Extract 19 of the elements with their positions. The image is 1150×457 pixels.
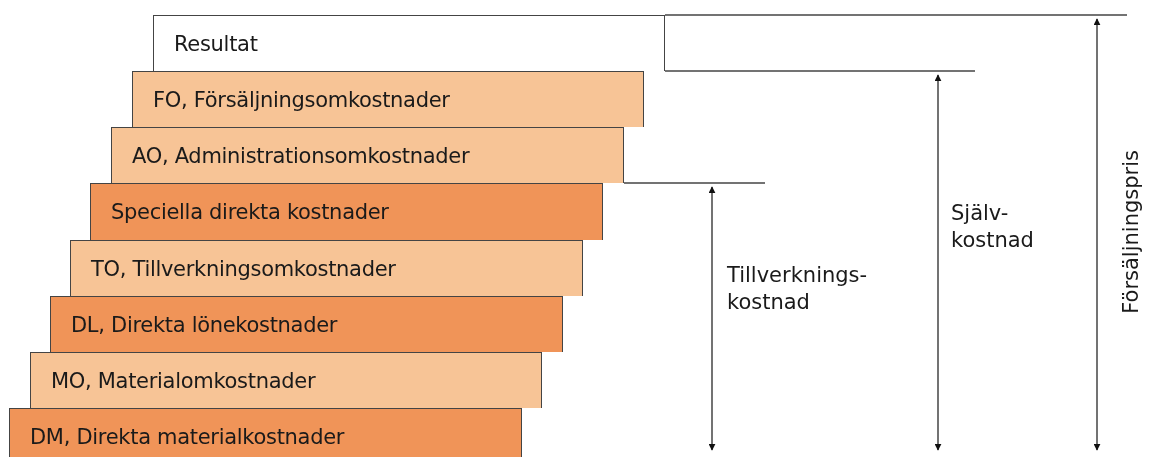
step-label: TO, Tillverkningsomkostnader [91, 256, 396, 281]
dimension-label: Tillverknings- kostnad [727, 262, 868, 317]
step-label: AO, Administrationsomkostnader [132, 143, 470, 168]
cost-step [132, 71, 644, 127]
step-label: DM, Direkta materialkostnader [30, 424, 345, 449]
step-label: DL, Direkta lönekostnader [71, 312, 338, 337]
step-label: Speciella direkta kostnader [111, 200, 389, 224]
cost-step [111, 127, 624, 183]
cost-step [70, 240, 583, 296]
result-row [153, 15, 665, 71]
cost-step [90, 183, 603, 240]
cost-step [50, 296, 563, 352]
step-label: FO, Försäljningsomkostnader [153, 87, 450, 112]
cost-step [9, 408, 522, 457]
dimension-label: Själv- kostnad [951, 200, 1034, 255]
cost-step [30, 352, 542, 408]
step-label: Resultat [174, 31, 258, 56]
step-label: MO, Materialomkostnader [51, 368, 316, 393]
dimension-label: Försäljningspris [1119, 150, 1143, 314]
